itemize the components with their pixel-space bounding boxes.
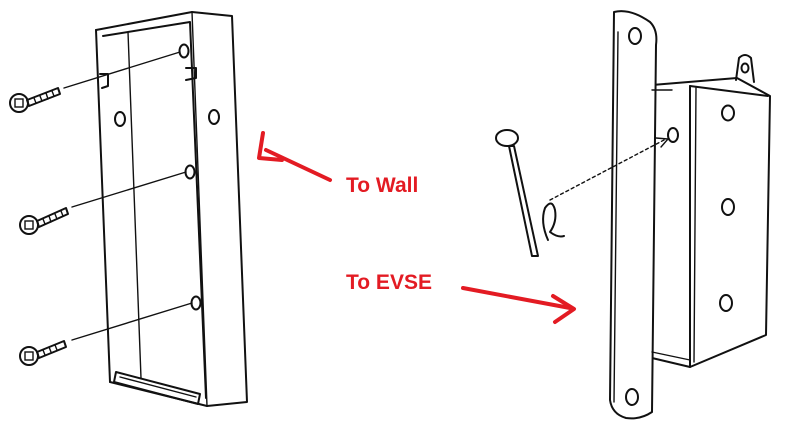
- bracket-hole-bottom: [190, 295, 202, 311]
- wall-bracket: [95, 11, 248, 407]
- to-evse-label: To EVSE: [346, 271, 432, 294]
- to-wall-arrow: [257, 131, 332, 182]
- evse-box-hole-middle: [721, 198, 735, 216]
- plate-hole-bottom: [625, 388, 639, 406]
- screw-bottom: [19, 302, 193, 366]
- screw-top: [9, 51, 181, 113]
- to-wall-label: To Wall: [346, 174, 418, 197]
- plate-hole-top: [628, 27, 642, 45]
- screw-middle: [19, 171, 187, 235]
- r-clip: [542, 137, 670, 241]
- bracket-side-hole-left: [114, 111, 126, 127]
- pin: [495, 129, 539, 257]
- evse-bracket: [609, 10, 771, 420]
- evse-box-hole-top: [721, 104, 735, 122]
- bracket-side-hole-right: [208, 109, 220, 125]
- bracket-hole-middle: [184, 164, 196, 180]
- bracket-hole-top: [178, 43, 190, 59]
- pin-hole: [667, 127, 679, 143]
- evse-box-hole-bottom: [719, 294, 733, 312]
- to-evse-arrow: [461, 286, 576, 324]
